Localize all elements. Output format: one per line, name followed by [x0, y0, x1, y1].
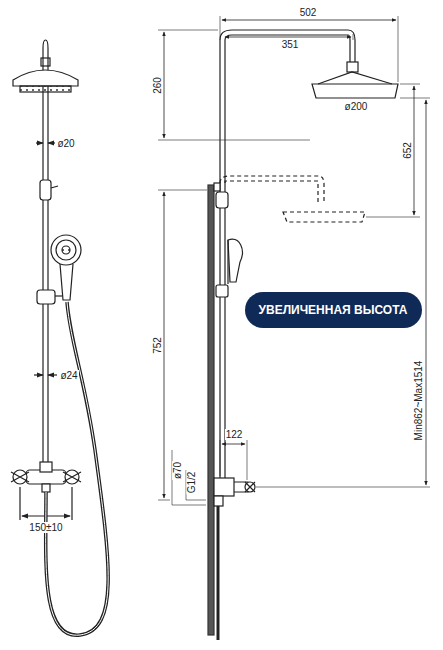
dimension-label: Min862~Max1514	[414, 359, 425, 441]
dimension-label: ø24	[59, 370, 78, 381]
dimension-label: 260	[152, 76, 163, 95]
dimension-label: 351	[281, 39, 300, 50]
dimension-label: 752	[152, 336, 163, 355]
dimension-label: 502	[299, 7, 318, 18]
dimension-label: 122	[225, 429, 244, 440]
dimension-label: ø70	[172, 460, 183, 479]
dimension-label: 652	[402, 141, 413, 160]
dimension-label: 150±10	[28, 522, 63, 533]
badge-text: УВЕЛИЧЕННАЯ ВЫСОТА	[259, 303, 408, 317]
highlight-badge: УВЕЛИЧЕННАЯ ВЫСОТА	[245, 292, 422, 328]
dimension-label: G1/2	[187, 470, 198, 494]
dimension-label: ø20	[56, 138, 75, 149]
dimension-label: ø200	[344, 101, 369, 112]
